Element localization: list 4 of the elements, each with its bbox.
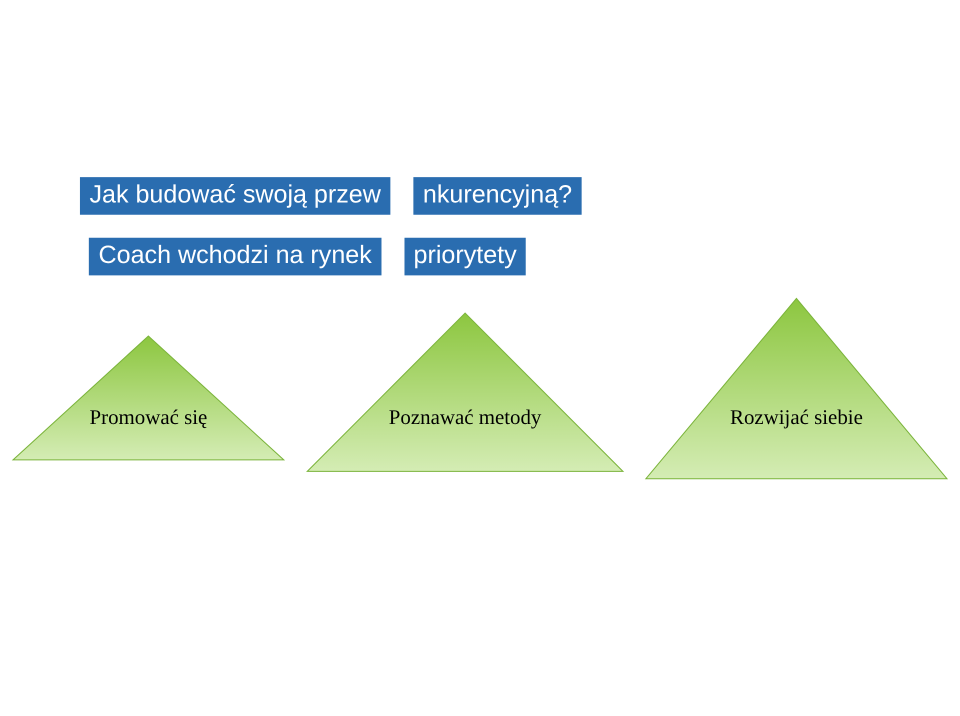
- label: priorytety: [414, 241, 517, 270]
- label: Coach wchodzi na rynek: [98, 241, 372, 270]
- label: Jak budować swoją przew: [90, 180, 381, 208]
- label: nkurencyjną?: [422, 180, 572, 208]
